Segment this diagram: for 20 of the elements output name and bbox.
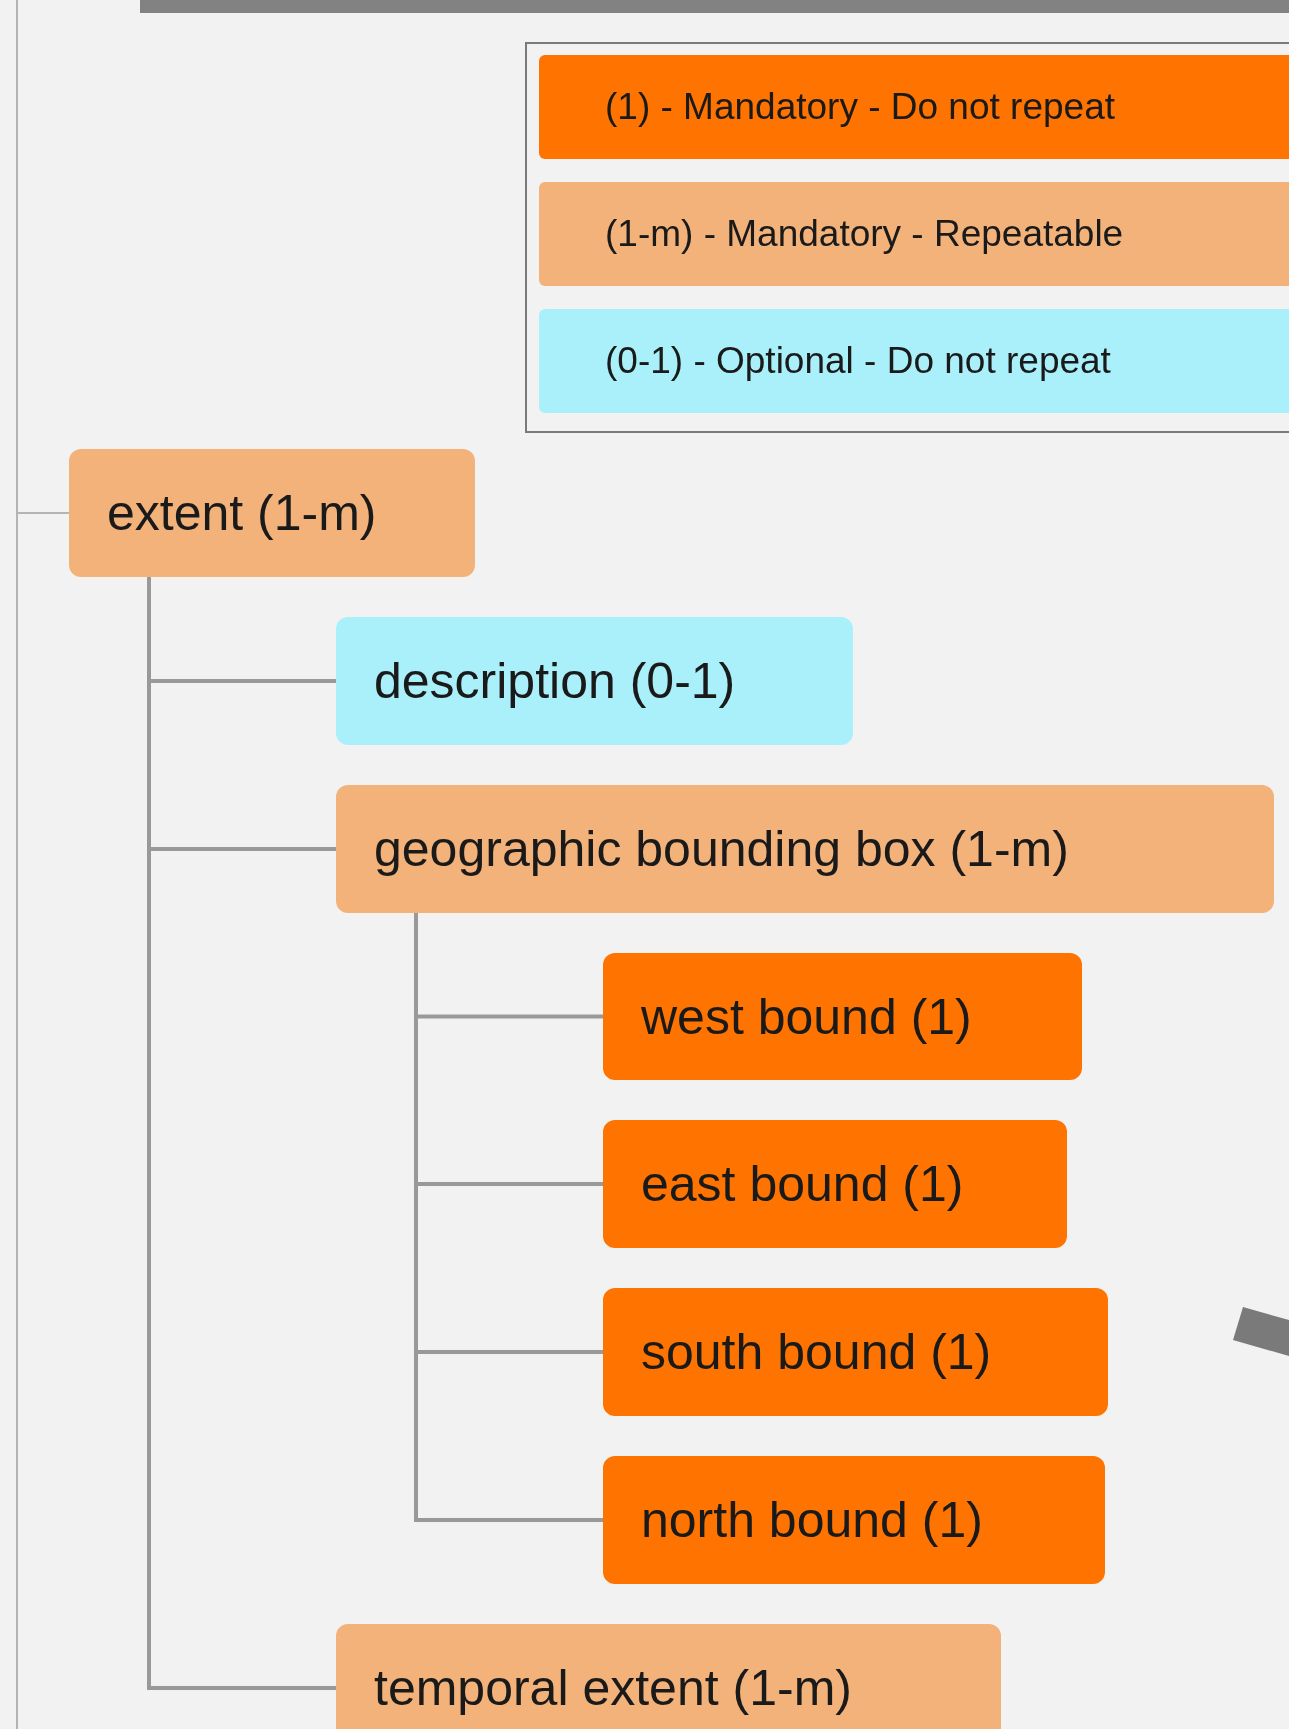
legend-item: (0-1) - Optional - Do not repeat (539, 309, 1289, 413)
legend-item: (1) - Mandatory - Do not repeat (539, 55, 1289, 159)
tree-node-box (336, 1624, 1001, 1729)
node-label: west bound (1) (641, 987, 972, 1046)
tree-node-box (603, 1288, 1108, 1416)
node-label: geographic bounding box (1-m) (374, 820, 1069, 878)
tree-node-box (603, 1120, 1067, 1248)
node-label: north bound (1) (641, 1491, 983, 1549)
node-label: extent (1-m) (107, 484, 377, 542)
tree-node-box (603, 1456, 1105, 1584)
tree-node-box (69, 449, 475, 577)
tree-node-box (336, 785, 1274, 913)
tree-node-box (336, 617, 853, 745)
node-label: description (0-1) (374, 652, 736, 710)
node-label: temporal extent (1-m) (374, 1659, 852, 1717)
tree-connector (16, 0, 70, 1729)
legend-item: (1-m) - Mandatory - Repeatable (539, 182, 1289, 286)
tree-node-box (603, 953, 1082, 1080)
node-label: east bound (1) (641, 1155, 964, 1213)
node-label: south bound (1) (641, 1323, 992, 1381)
